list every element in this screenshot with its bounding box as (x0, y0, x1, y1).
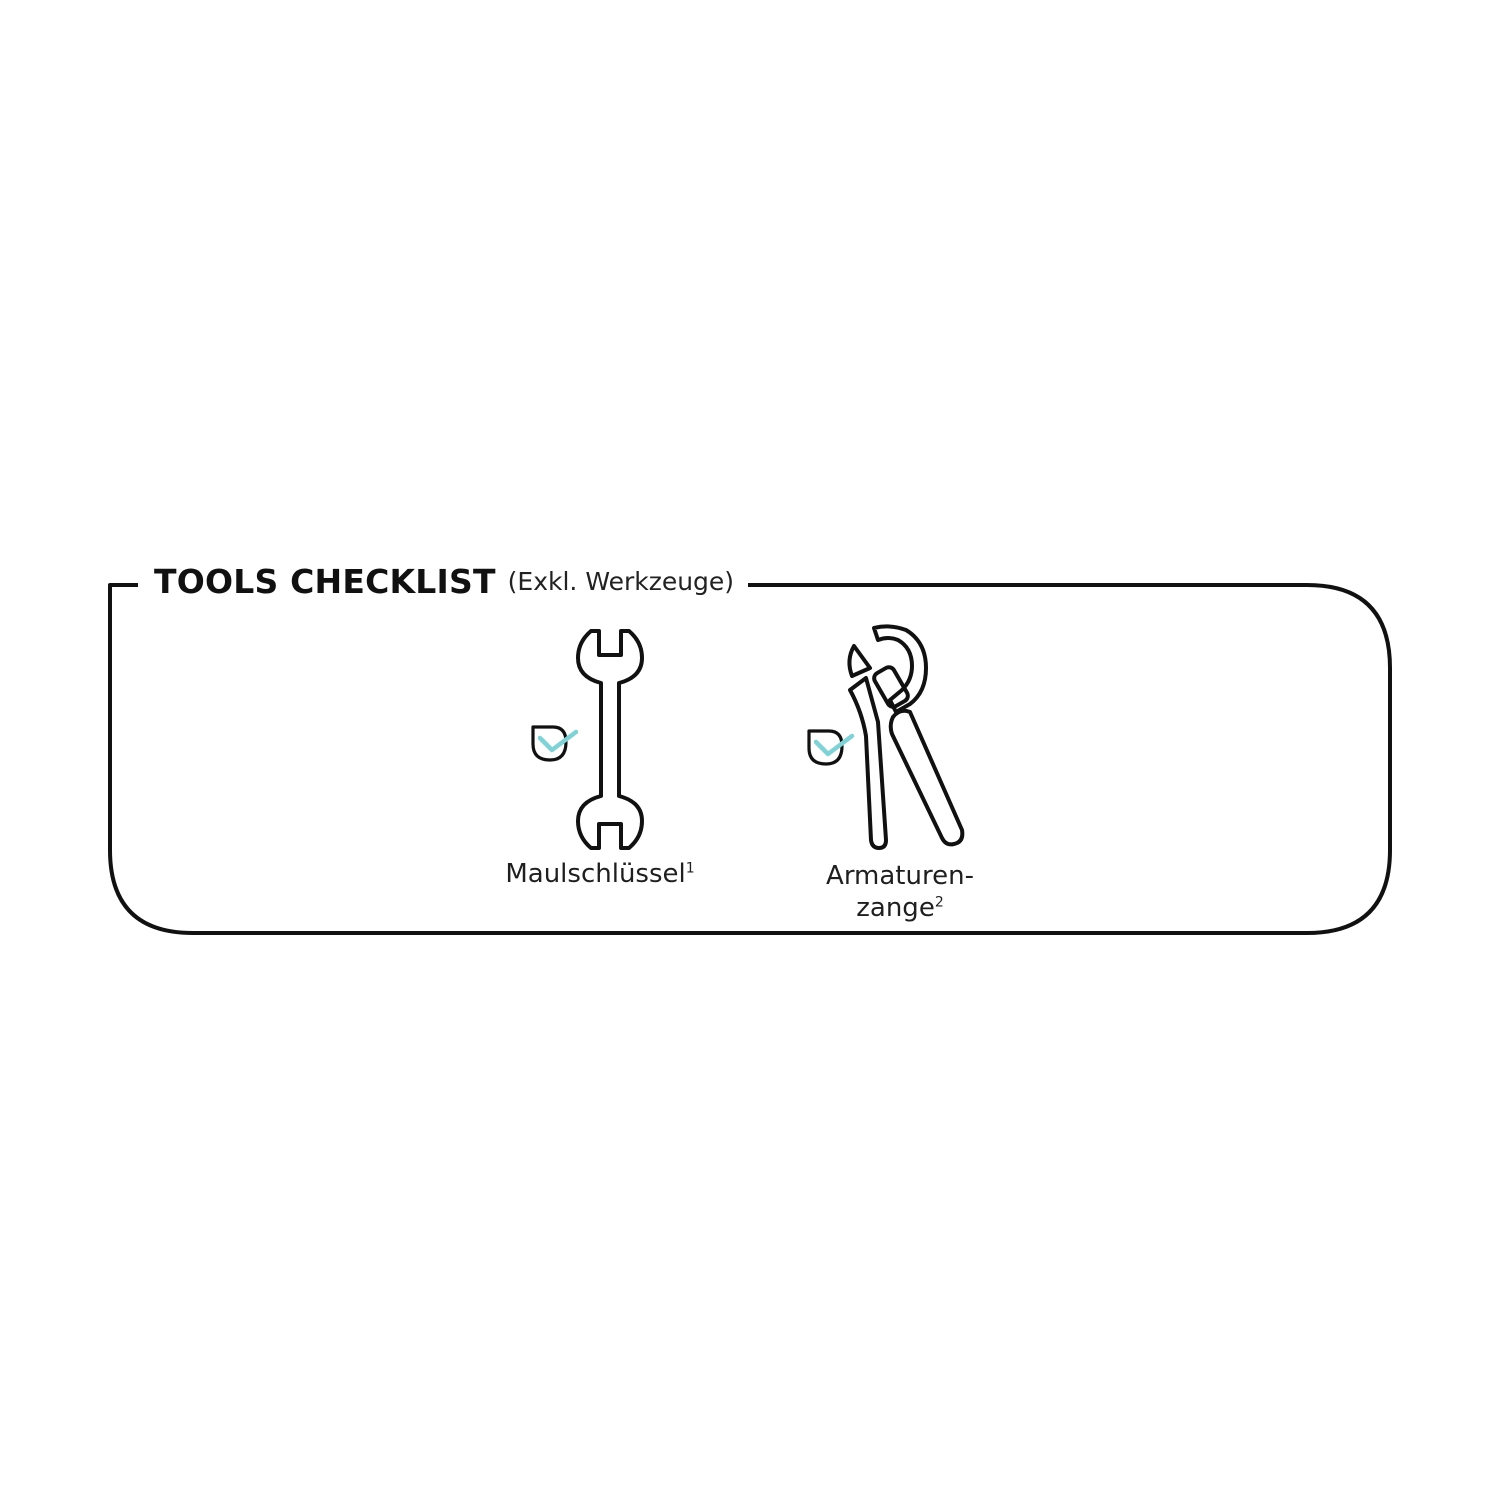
title-sub: (Exkl. Werkzeuge) (507, 566, 735, 596)
tool-name-line-2: zange (856, 893, 935, 923)
footnote-marker: 1 (685, 860, 695, 877)
frame-border (108, 583, 1392, 935)
open-end-wrench-icon (576, 629, 644, 850)
check-badge-2[interactable] (807, 729, 855, 766)
badge-drop-icon (807, 729, 844, 766)
footnote-marker: 2 (934, 894, 944, 911)
title-main: TOOLS CHECKLIST (154, 561, 496, 601)
badge-drop-icon (531, 725, 568, 762)
tool-name-line-1: Armaturen- (826, 861, 974, 891)
tool-label-maulschluessel: Maulschlüssel1 (480, 858, 720, 890)
checkmark-icon (537, 729, 579, 753)
tool-label-armaturenzange: Armaturen- zange2 (780, 860, 1020, 924)
checkmark-icon (813, 733, 855, 757)
adjustable-pipe-wrench-icon (847, 624, 965, 850)
checklist-title: TOOLS CHECKLIST (Exkl. Werkzeuge) (140, 556, 749, 606)
tool-name: Maulschlüssel (505, 859, 686, 889)
check-badge-1[interactable] (531, 725, 579, 762)
